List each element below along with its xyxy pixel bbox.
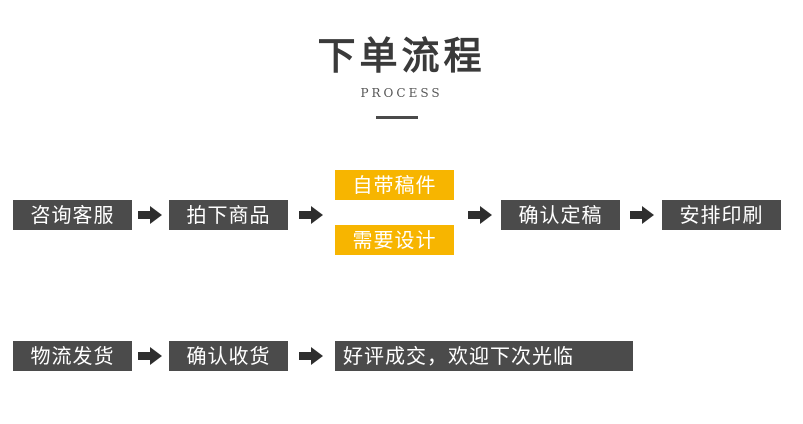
- step-consult-service: 咨询客服: [13, 200, 132, 230]
- arrow-right-icon: [630, 206, 654, 224]
- arrow-right-icon: [138, 206, 162, 224]
- title-divider: [376, 116, 418, 119]
- step-place-order: 拍下商品: [169, 200, 288, 230]
- arrow-right-icon: [138, 347, 162, 365]
- step-ship-logistics: 物流发货: [13, 341, 132, 371]
- page-subtitle: PROCESS: [360, 86, 443, 100]
- option-own-artwork: 自带稿件: [335, 170, 454, 200]
- step-confirm-receipt: 确认收货: [169, 341, 288, 371]
- arrow-right-icon: [299, 347, 323, 365]
- option-need-design: 需要设计: [335, 225, 454, 255]
- step-confirm-draft: 确认定稿: [501, 200, 620, 230]
- arrow-right-icon: [299, 206, 323, 224]
- page-title: 下单流程: [317, 33, 486, 78]
- step-review-complete: 好评成交，欢迎下次光临: [335, 341, 633, 371]
- arrow-right-icon: [468, 206, 492, 224]
- step-arrange-printing: 安排印刷: [662, 200, 781, 230]
